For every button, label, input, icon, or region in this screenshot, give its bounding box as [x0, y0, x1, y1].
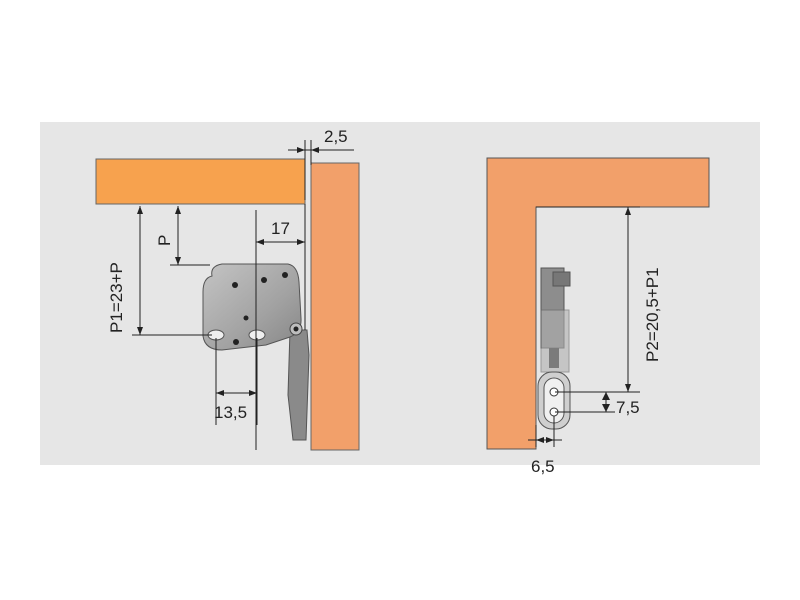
hinge-rivet-2: [261, 277, 267, 283]
dimension-p: P: [155, 206, 210, 266]
hinge-mount-plate: [540, 309, 570, 373]
hinge-rivet-1: [232, 282, 238, 288]
hinge-mount-top: [552, 271, 571, 287]
dimension-hole-height: 7,5: [555, 392, 640, 417]
dimension-hole-height-label: 7,5: [616, 398, 640, 417]
dimension-hole-offset-label: 6,5: [531, 457, 555, 476]
dimension-gap-label: 2,5: [324, 127, 348, 146]
dimension-p2-label: P2=20,5+P1: [643, 267, 662, 362]
left-drawing: 2,5 17 P P1=23+P: [95, 127, 360, 451]
dimension-p1-label: P1=23+P: [107, 262, 126, 333]
dimension-hole-offset: 6,5: [528, 416, 562, 476]
cabinet-top-board: [95, 158, 306, 205]
dimension-offset: 17: [255, 204, 306, 450]
hinge-rivet-4: [243, 315, 249, 321]
dimension-hole-spacing-label: 13,5: [214, 403, 247, 422]
hinge-arm: [287, 329, 310, 441]
dimension-offset-label: 17: [271, 219, 290, 238]
cabinet-side-panel: [310, 162, 360, 451]
hinge-rivet-5: [233, 339, 239, 345]
dimension-p1: P1=23+P: [107, 206, 212, 336]
hinge-rivet-3: [282, 272, 288, 278]
dimension-p-label: P: [155, 235, 174, 246]
right-drawing: P2=20,5+P1 7,5 6,5: [486, 157, 710, 476]
dimension-gap: 2,5: [288, 127, 354, 200]
dimension-hole-spacing: 13,5: [214, 338, 258, 425]
dimension-p2: P2=20,5+P1: [536, 206, 662, 393]
hinge-pivot-center: [293, 326, 299, 332]
